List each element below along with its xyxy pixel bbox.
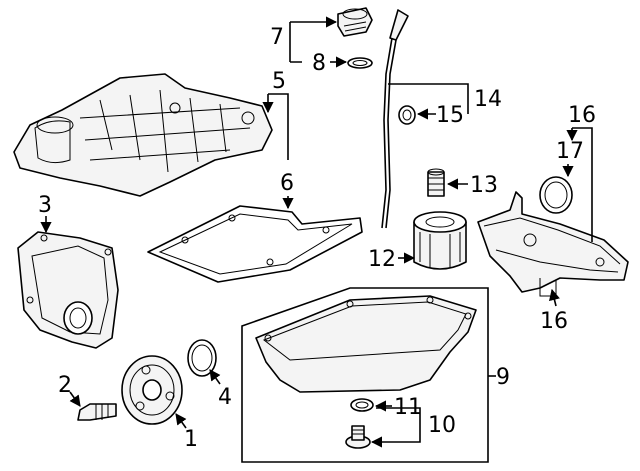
leader-1 [175, 413, 187, 429]
callout-17: 17 [556, 139, 584, 164]
callout-15: 15 [436, 103, 464, 128]
timing-cover [17, 231, 119, 349]
callout-labels: 1 2 3 4 5 6 7 8 9 10 11 12 13 14 15 16 1… [38, 25, 596, 452]
crankshaft-pulley [121, 355, 183, 425]
callout-8: 8 [312, 51, 326, 76]
callout-4: 4 [218, 385, 232, 410]
leader-lines [40, 21, 593, 448]
callout-3: 3 [38, 193, 52, 218]
cooler-seal [539, 176, 573, 214]
leader-10 [370, 407, 421, 448]
oil-filter [413, 211, 467, 270]
drain-plug-gasket [350, 398, 374, 412]
intake-gasket [147, 205, 363, 283]
leader-2 [69, 391, 81, 407]
callout-16-bottom: 16 [540, 309, 568, 334]
filler-cap-seal [347, 57, 373, 69]
callout-11: 11 [394, 395, 422, 420]
crankshaft-seal [187, 339, 217, 377]
callout-10: 10 [428, 413, 456, 438]
callout-2: 2 [58, 373, 72, 398]
leader-14 [388, 83, 469, 114]
callout-7: 7 [270, 25, 284, 50]
leader-4 [209, 369, 221, 385]
callout-16-top: 16 [568, 103, 596, 128]
callout-5: 5 [272, 69, 286, 94]
callout-13: 13 [470, 173, 498, 198]
oil-pan [255, 295, 477, 393]
drain-plug [345, 425, 371, 449]
leader-16-top [572, 127, 593, 242]
pulley-bolt [77, 403, 117, 421]
oil-filter-housing [477, 191, 629, 297]
oil-dipstick [381, 9, 409, 229]
callout-12: 12 [368, 247, 396, 272]
callout-14: 14 [474, 87, 502, 112]
leader-5 [268, 93, 289, 160]
callout-9: 9 [496, 365, 510, 390]
filter-fitting [427, 168, 445, 197]
leader-7 [289, 21, 336, 63]
leader-16-bottom [549, 288, 560, 307]
callout-6: 6 [280, 171, 294, 196]
oil-pan-group-box [241, 287, 489, 463]
dipstick-seal [398, 105, 416, 125]
oil-filler-cap [337, 7, 373, 37]
intake-manifold [13, 73, 273, 197]
callout-1: 1 [184, 427, 198, 452]
